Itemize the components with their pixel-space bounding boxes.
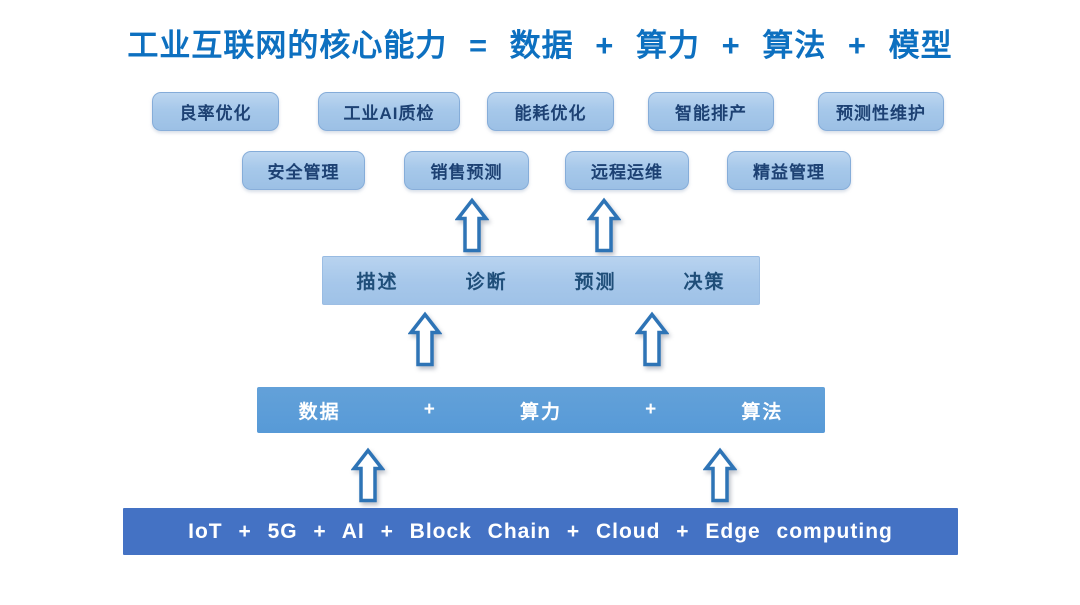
chip-smart-scheduling: 智能排产 bbox=[648, 92, 774, 131]
chip-label: 销售预测 bbox=[430, 163, 503, 182]
analytics-bar-item: 预测 bbox=[574, 272, 617, 293]
capability-bar-item: 数据 bbox=[298, 401, 341, 423]
chip-label: 远程运维 bbox=[591, 163, 663, 182]
chip-remote-operations: 远程运维 bbox=[565, 151, 689, 190]
slide-title: 工业互联网的核心能力 = 数据 + 算力 + 算法 + 模型 bbox=[127, 28, 953, 63]
plus-sign: + bbox=[645, 399, 659, 420]
chip-sales-forecast: 销售预测 bbox=[404, 151, 529, 190]
capability-bar-item: 算法 bbox=[741, 401, 784, 423]
capability-bar: 数据 + 算力 + 算法 bbox=[257, 387, 825, 433]
up-arrow-icon bbox=[455, 197, 489, 254]
chip-safety-management: 安全管理 bbox=[242, 151, 365, 190]
technology-bar-label: IoT + 5G + AI + Block Chain + Cloud + Ed… bbox=[188, 519, 893, 543]
up-arrow-icon bbox=[703, 447, 737, 504]
analytics-bar-item: 诊断 bbox=[465, 272, 508, 293]
chip-label: 预测性维护 bbox=[836, 104, 926, 123]
chip-label: 智能排产 bbox=[675, 104, 747, 123]
technology-bar: IoT + 5G + AI + Block Chain + Cloud + Ed… bbox=[123, 508, 958, 555]
chip-predictive-maintenance: 预测性维护 bbox=[818, 92, 944, 131]
plus-sign: + bbox=[423, 399, 437, 420]
capability-bar-item: 算力 bbox=[519, 401, 562, 423]
chip-energy-optimization: 能耗优化 bbox=[487, 92, 614, 131]
chip-lean-management: 精益管理 bbox=[727, 151, 851, 190]
chip-label: 精益管理 bbox=[753, 163, 825, 182]
up-arrow-icon bbox=[635, 311, 669, 368]
analytics-bar-item: 描述 bbox=[356, 272, 399, 293]
up-arrow-icon bbox=[587, 197, 621, 254]
analytics-bar: 描述 诊断 预测 决策 bbox=[322, 256, 760, 305]
chip-label: 安全管理 bbox=[267, 163, 340, 182]
chip-label: 工业AI质检 bbox=[343, 104, 435, 123]
up-arrow-icon bbox=[408, 311, 442, 368]
chip-label: 能耗优化 bbox=[514, 104, 587, 123]
up-arrow-icon bbox=[351, 447, 385, 504]
chip-industrial-ai-quality-inspection: 工业AI质检 bbox=[318, 92, 460, 131]
chip-yield-optimization: 良率优化 bbox=[152, 92, 279, 131]
analytics-bar-item: 决策 bbox=[683, 272, 726, 293]
chip-label: 良率优化 bbox=[179, 104, 252, 123]
